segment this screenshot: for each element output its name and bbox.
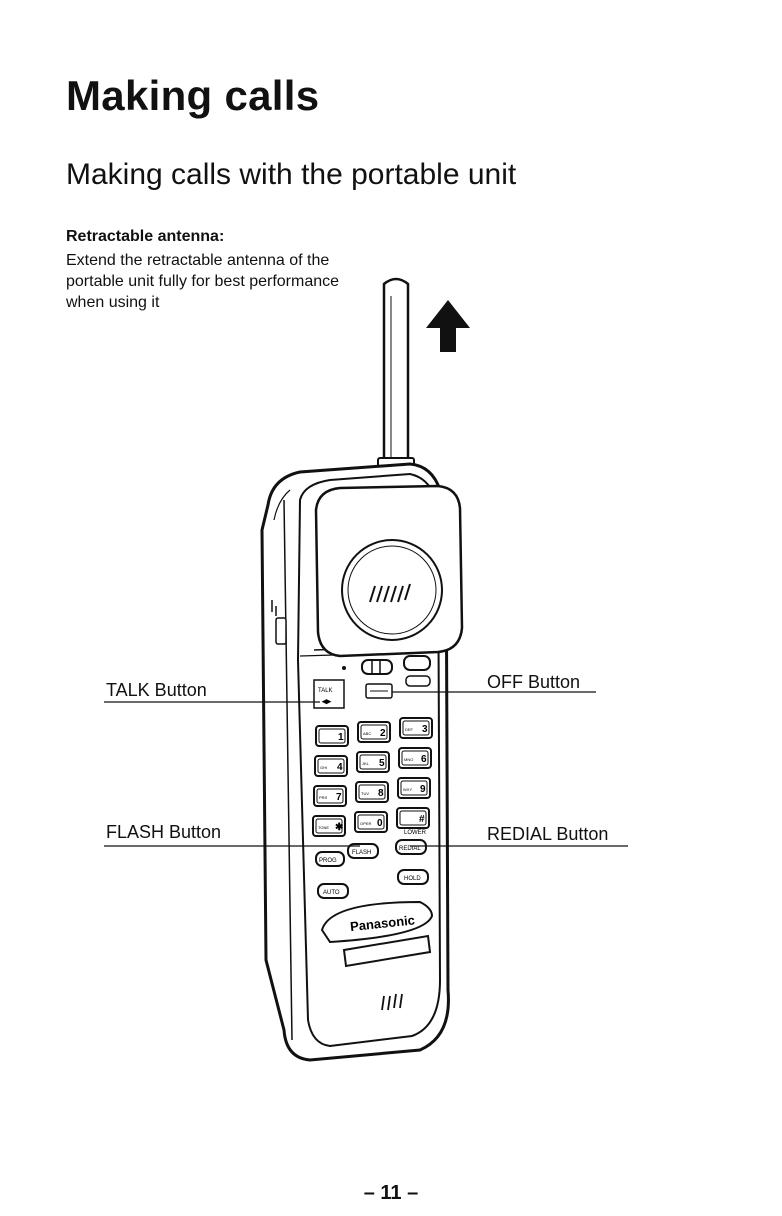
keypad-key-digit: 2 (380, 728, 386, 739)
keypad-key-digit: 9 (420, 784, 426, 795)
prog-key-label: PROG (319, 858, 337, 864)
keypad-key-letters: DEF (405, 727, 414, 732)
earpiece (314, 484, 464, 658)
keypad-key-4[interactable]: GHI 4 (314, 755, 348, 777)
keypad-key-8[interactable]: TUV 8 (355, 781, 389, 803)
talk-button-label: TALK Button (106, 680, 207, 700)
off-button-label: OFF Button (487, 672, 581, 692)
keypad-key-digit: 5 (379, 758, 385, 769)
keypad-key-letters: JKL (362, 761, 370, 766)
auto-button[interactable]: AUTO (317, 883, 349, 899)
flash-button-label: FLASH Button (106, 822, 222, 842)
keypad-key-digit: # (419, 814, 425, 825)
top-controls (342, 655, 431, 675)
microphone-icon (381, 993, 403, 1011)
page-title: Making calls (66, 72, 320, 119)
keypad-key-digit: 3 (422, 724, 428, 735)
talk-button[interactable]: TALK ◂▸ (313, 679, 345, 709)
antenna (377, 277, 415, 469)
redial-button-label: REDIAL Button (487, 824, 609, 844)
keypad-key-letters: PRS (319, 795, 328, 800)
callout-lines (104, 691, 628, 847)
keypad-key-2[interactable]: ABC 2 (357, 721, 391, 743)
lower-label: LOWER (404, 830, 427, 836)
keypad-key-letters: TUV (361, 791, 369, 796)
keypad-key-letters: WXY (403, 787, 412, 792)
redial-button[interactable]: REDIAL (395, 839, 427, 855)
keypad-key-letters: OPER (360, 821, 371, 826)
auto-key-label: AUTO (323, 890, 340, 896)
keypad-key-3[interactable]: DEF 3 (399, 717, 433, 739)
keypad-key-digit: 7 (336, 792, 342, 803)
keypad-key-1[interactable]: 1 (315, 725, 349, 747)
antenna-note-body: Extend the retractable antenna of the po… (66, 252, 340, 311)
keypad-key-digit: 0 (377, 818, 383, 829)
page-number: – 11 – (363, 1182, 419, 1204)
talk-key-label: TALK (318, 688, 333, 694)
keypad-key-digit: 4 (337, 762, 343, 773)
keypad-key-letters: TONE (318, 825, 329, 830)
redial-key-label: REDIAL (399, 846, 421, 852)
speaker-grille-icon (369, 583, 411, 603)
keypad-key-letters: GHI (320, 765, 327, 770)
flash-button[interactable]: FLASH (347, 843, 379, 859)
section-title: Making calls with the portable unit (66, 158, 517, 191)
keypad-key-digit: 6 (421, 754, 427, 765)
off-button[interactable] (365, 675, 431, 699)
brand-logo: Panasonic (349, 912, 415, 934)
hold-button[interactable]: HOLD (397, 869, 429, 885)
keypad-key-7[interactable]: PRS 7 (313, 785, 347, 807)
antenna-note-heading: Retractable antenna: (66, 228, 225, 245)
keypad-key-9[interactable]: WXY 9 (397, 777, 431, 799)
up-arrow-icon (426, 300, 470, 352)
brand-badge: Panasonic (320, 900, 434, 944)
keypad-key-letters: MNO (404, 757, 413, 762)
talk-glyph: ◂▸ (321, 696, 332, 706)
prog-button[interactable]: PROG (315, 851, 345, 867)
keypad-key-letters: ABC (363, 731, 371, 736)
keypad-key-6[interactable]: MNO 6 (398, 747, 432, 769)
keypad-key-digit: 1 (338, 732, 344, 743)
keypad-key-5[interactable]: JKL 5 (356, 751, 390, 773)
keypad-key-digit: ✱ (335, 822, 344, 833)
keypad-key-10[interactable]: TONE ✱ (312, 815, 346, 837)
display-window (342, 934, 432, 968)
keypad-key-11[interactable]: OPER 0 (354, 811, 388, 833)
flash-key-label: FLASH (352, 850, 371, 856)
keypad-key-12[interactable]: # (396, 807, 430, 829)
hold-key-label: HOLD (404, 876, 421, 882)
keypad-key-digit: 8 (378, 788, 384, 799)
